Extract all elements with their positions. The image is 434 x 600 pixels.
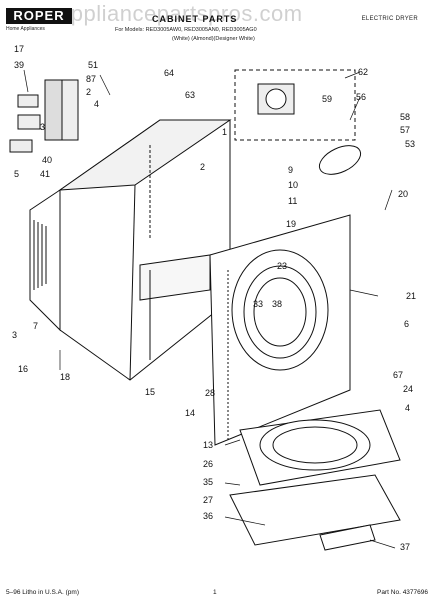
heater-box — [235, 70, 355, 140]
callout-label: 13 — [203, 440, 214, 450]
callout-label: 59 — [322, 94, 333, 104]
callout-label: 39 — [14, 60, 25, 70]
callout-label: 87 — [86, 74, 97, 84]
callout-label: 21 — [406, 291, 417, 301]
callout-label: 4 — [405, 403, 411, 413]
callout-label: 26 — [203, 459, 214, 469]
callout-label: 14 — [185, 408, 196, 418]
watermark: appliancepartspros.com — [58, 1, 303, 26]
callout-label: 3 — [40, 122, 46, 132]
callout-label: 41 — [40, 169, 51, 179]
callout-label: 35 — [203, 477, 214, 487]
callout-label: 20 — [398, 189, 409, 199]
callout-label: 23 — [277, 261, 288, 271]
callout-label: 40 — [42, 155, 53, 165]
callout-label: 18 — [60, 372, 71, 382]
front-panel — [210, 215, 350, 445]
callout-label: 7 — [33, 321, 39, 331]
callout-label: 58 — [400, 112, 411, 122]
callout-label: 57 — [400, 125, 411, 135]
cabinet-body — [30, 120, 230, 380]
base-assembly — [230, 410, 400, 550]
callout-label: 15 — [145, 387, 156, 397]
callout-label: 3 — [12, 330, 18, 340]
callout-label: 2 — [200, 162, 206, 172]
callout-label: 36 — [203, 511, 214, 521]
callout-label: 17 — [14, 44, 25, 54]
callout-label: 63 — [185, 90, 196, 100]
drive-belt — [315, 140, 365, 180]
models-line: For Models: RED3005AW0, RED3005AN0, RED3… — [115, 27, 257, 33]
callout-label: 1 — [222, 127, 228, 137]
callout-label: 51 — [88, 60, 99, 70]
callout-label: 67 — [393, 370, 404, 380]
callout-label: 11 — [288, 196, 298, 206]
callout-label: 5 — [14, 169, 20, 179]
callout-label: 28 — [205, 388, 216, 398]
callout-label: 9 — [288, 165, 294, 175]
callout-label: 38 — [272, 299, 283, 309]
callout-label: 33 — [253, 299, 264, 309]
leader-lines — [24, 70, 395, 548]
product-type: ELECTRIC DRYER — [361, 16, 418, 22]
callout-label: 64 — [164, 68, 175, 78]
callout-label: 6 — [404, 319, 410, 329]
small-parts-top-left — [10, 80, 78, 152]
callout-label: 2 — [86, 87, 92, 97]
page-number: 1 — [213, 589, 217, 596]
callout-label: 56 — [356, 92, 367, 102]
callout-label: 4 — [94, 99, 100, 109]
callout-label: 37 — [400, 542, 411, 552]
callout-label: 10 — [288, 180, 299, 190]
litho-note: 5–96 Litho in U.S.A. (pm) — [6, 589, 79, 596]
callout-label: 27 — [203, 495, 214, 505]
brand-logo: ROPER — [6, 8, 72, 24]
callout-label: 53 — [405, 139, 416, 149]
callout-label: 24 — [403, 384, 414, 394]
colors-line: (White) (Almond)(Designer White) — [172, 36, 255, 42]
callout-label: 19 — [286, 219, 297, 229]
brand-subtitle: Home Appliances — [6, 26, 45, 32]
callout-label: 62 — [358, 67, 369, 77]
part-number: Part No. 4377696 — [377, 589, 428, 596]
page-title: CABINET PARTS — [152, 14, 238, 24]
callout-label: 16 — [18, 364, 29, 374]
